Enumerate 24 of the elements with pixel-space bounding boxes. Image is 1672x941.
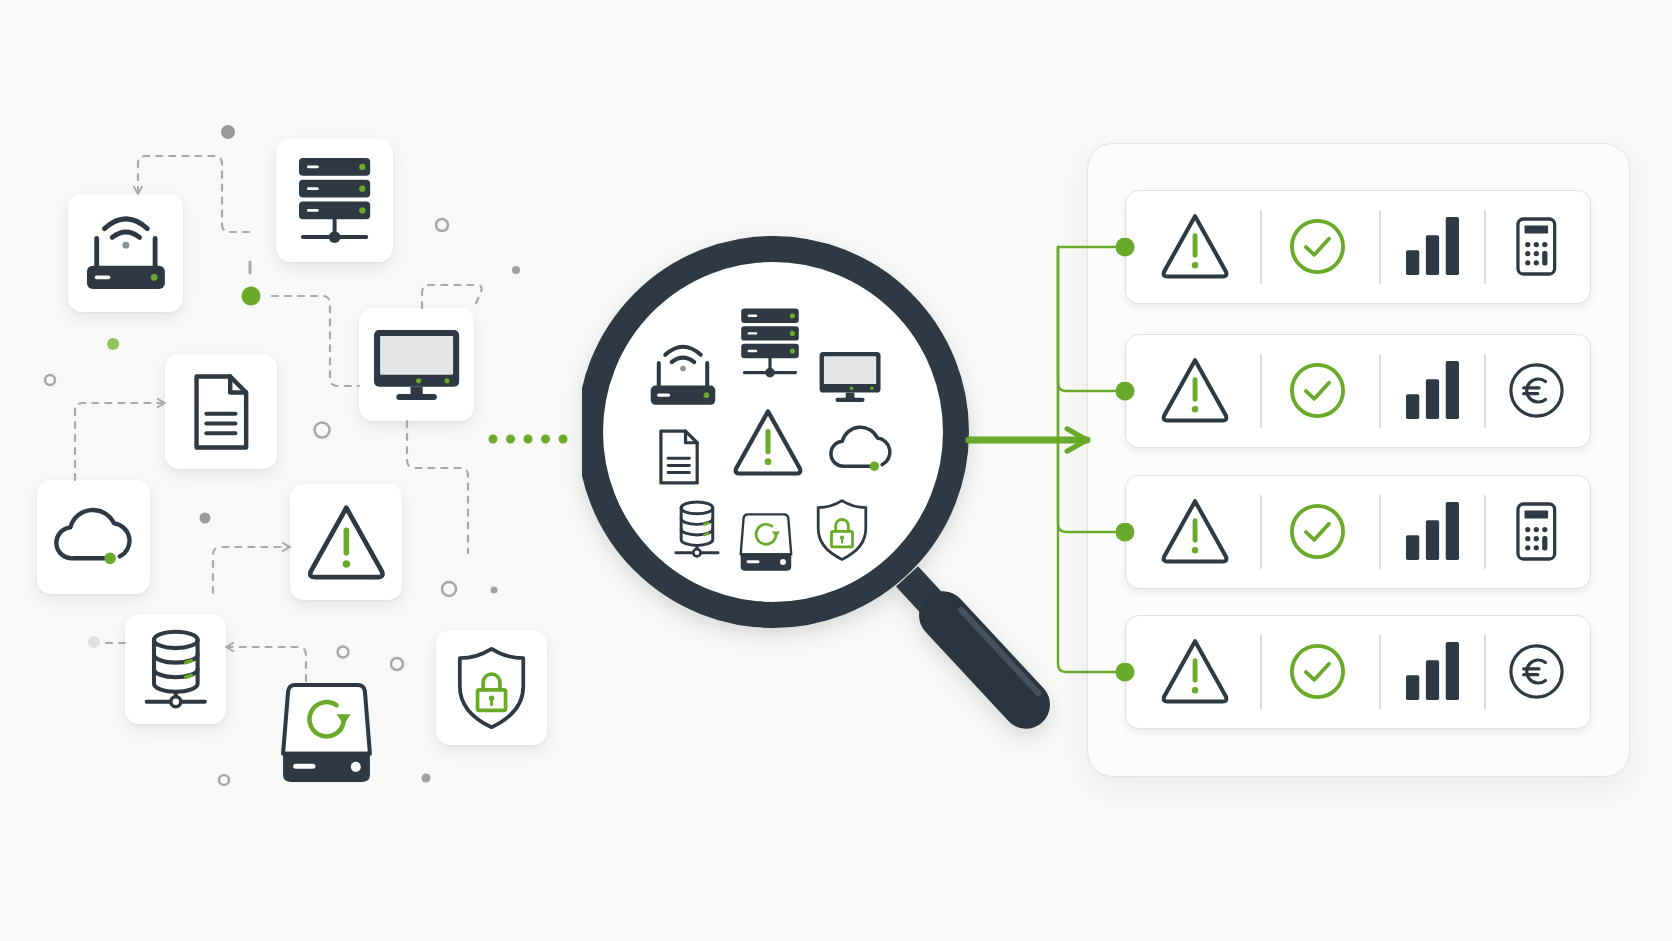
icon-tile: [436, 630, 547, 745]
dashed-arrow: [211, 541, 292, 595]
dot-connector: [1056, 237, 1135, 257]
icon-tile: [359, 308, 474, 421]
dashed-line: [405, 419, 470, 555]
icon-tile: [68, 194, 183, 312]
hard-drive-icon: [281, 681, 372, 784]
dashed-arrow: [73, 397, 167, 482]
results-panel: [1087, 143, 1630, 777]
dashed-line: [270, 294, 361, 388]
result-row: [1124, 614, 1591, 729]
icon-tile: [290, 484, 402, 600]
dot-connector: [1056, 245, 1135, 682]
arrow: [965, 426, 1091, 454]
icon-tile: [37, 480, 150, 594]
result-row: [1124, 474, 1591, 589]
icon-tile: [165, 354, 277, 469]
icon-tile: [276, 139, 393, 262]
result-row: [1124, 333, 1591, 448]
icon-tile: [125, 614, 226, 724]
dashed-arrow: [224, 641, 308, 683]
dashed-arrow: [132, 154, 251, 234]
result-row: [1124, 189, 1591, 304]
dashed-line: [420, 283, 483, 310]
